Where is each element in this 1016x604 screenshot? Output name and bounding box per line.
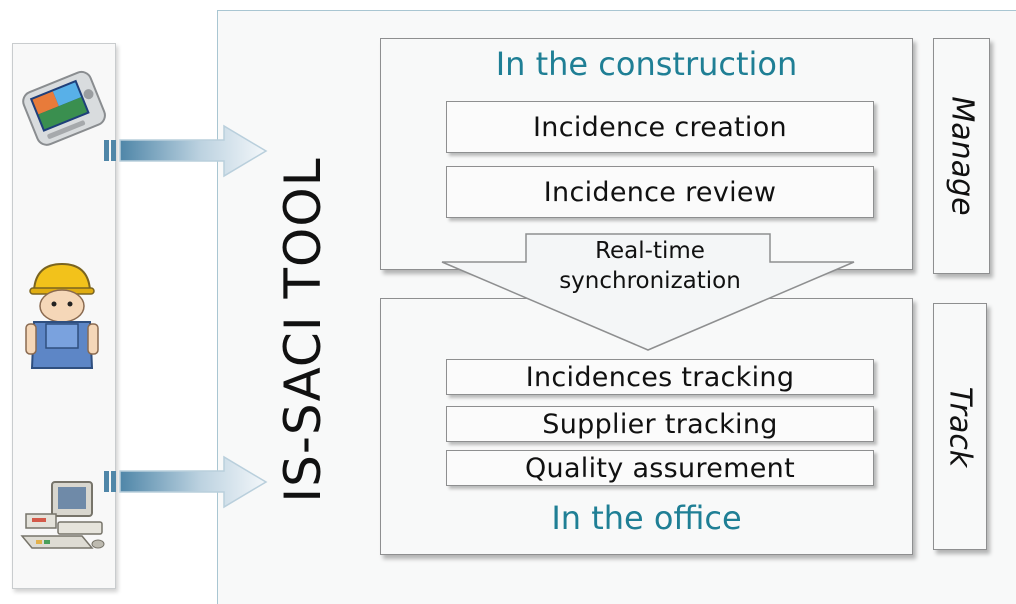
track-box: Track	[933, 303, 987, 550]
manage-label: Manage	[944, 96, 979, 216]
track-label: Track	[942, 386, 978, 467]
computer-to-tool-arrow	[104, 455, 268, 509]
office-title: In the office	[551, 499, 742, 537]
incidence-review-box: Incidence review	[446, 166, 874, 218]
manage-box: Manage	[933, 38, 990, 274]
construction-panel: In the construction	[380, 38, 913, 270]
pda-device-icon	[22, 70, 106, 146]
construction-title: In the construction	[495, 45, 798, 83]
office-computer-icon	[20, 481, 105, 549]
construction-worker-icon	[25, 262, 99, 369]
quality-assurement-box: Quality assurement	[446, 450, 874, 486]
synchronization-label: Real-time synchronization	[559, 238, 741, 294]
incidences-tracking-box: Incidences tracking	[446, 359, 874, 395]
incidence-creation-box: Incidence creation	[446, 101, 874, 153]
supplier-tracking-box: Supplier tracking	[446, 406, 874, 442]
tool-title: IS-SACI TOOL	[274, 157, 332, 503]
synchronization-arrow	[441, 233, 855, 351]
pda-to-tool-arrow	[104, 124, 268, 178]
